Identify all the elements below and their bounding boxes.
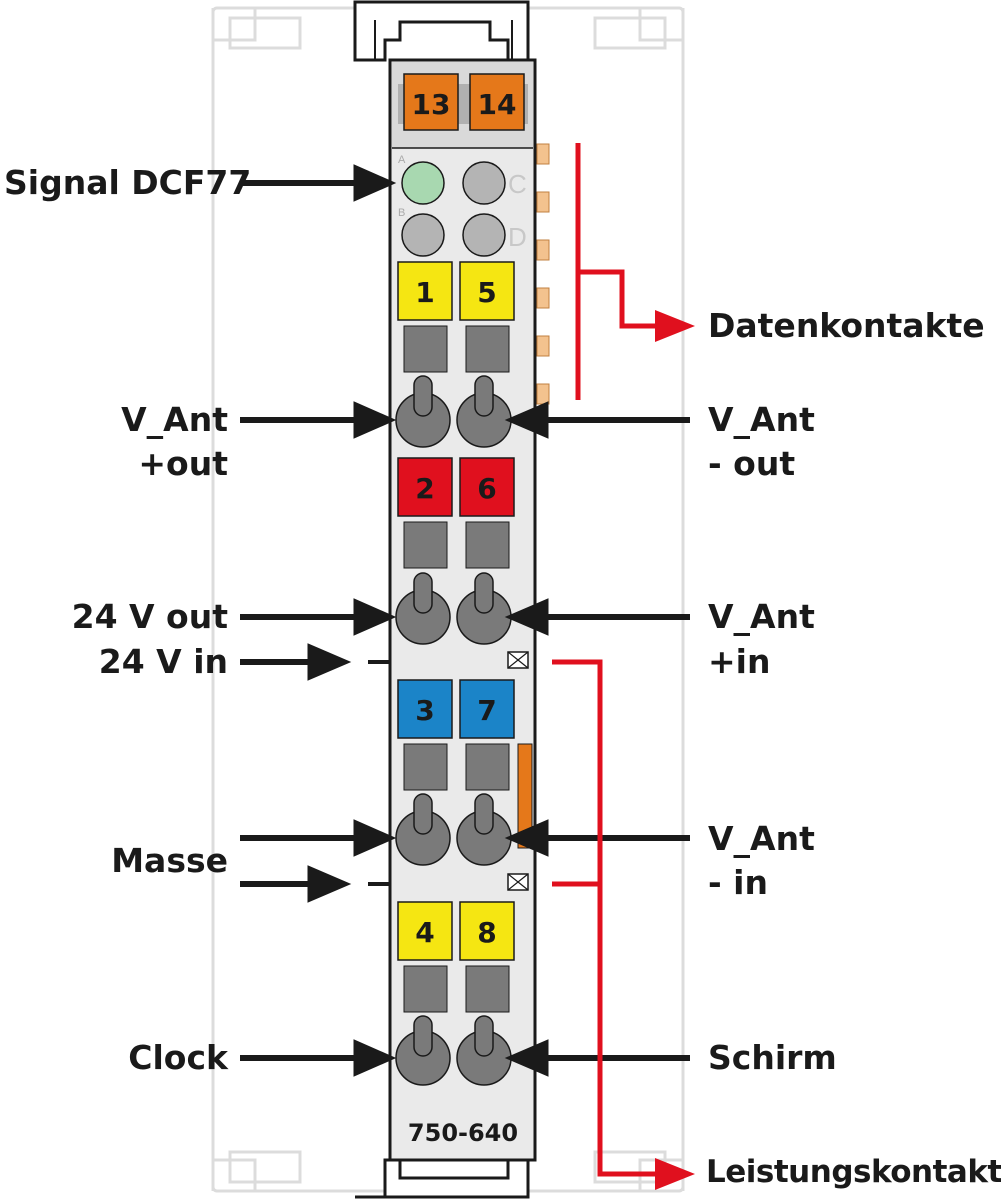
- label-leistungskontakte: Leistungskontakte: [706, 1154, 1001, 1190]
- terminal-3-label: 3: [415, 694, 434, 727]
- data-contacts: [536, 143, 550, 405]
- label-v-ant-out-plus-2: +out: [138, 444, 228, 483]
- terminal-13-label: 13: [412, 88, 451, 121]
- label-v-ant-in-plus-2: +in: [708, 642, 771, 681]
- orange-jumper: [517, 743, 533, 849]
- datenkontakte-arrowhead: [655, 310, 695, 342]
- model-number: 750-640: [408, 1119, 518, 1147]
- terminal-5-label: 5: [477, 276, 496, 309]
- module-bottom-clip: [355, 1158, 530, 1199]
- led-c: [462, 161, 506, 205]
- label-v-ant-out-minus-2: - out: [708, 444, 796, 483]
- black-arrows-right: [504, 401, 690, 1077]
- label-24v-out: 24 V out: [71, 597, 228, 636]
- terminal-row-2: 2 6: [395, 457, 515, 645]
- label-masse: Masse: [111, 841, 228, 880]
- terminal-13: [403, 73, 459, 131]
- led-d: [462, 213, 506, 257]
- terminal-1-label: 1: [415, 276, 434, 309]
- terminal-4: [397, 901, 453, 961]
- terminal-4-label: 4: [415, 916, 434, 949]
- label-clock: Clock: [128, 1038, 228, 1077]
- led-a: [401, 161, 445, 205]
- black-arrows-left: [240, 164, 397, 1077]
- label-schirm: Schirm: [708, 1038, 837, 1077]
- module-top-clip: [353, 0, 530, 62]
- led-letter-d: D: [508, 222, 527, 252]
- label-v-ant-in-minus-2: - in: [708, 863, 768, 902]
- terminal-6-label: 6: [477, 472, 496, 505]
- terminal-1: [397, 261, 453, 321]
- label-datenkontakte: Datenkontakte: [708, 306, 985, 345]
- terminal-14-label: 14: [478, 88, 517, 121]
- led-letter-b: B: [398, 207, 405, 219]
- terminal-8-label: 8: [477, 916, 496, 949]
- power-contact-1: [507, 651, 529, 669]
- terminal-8: [459, 901, 515, 961]
- terminal-5: [459, 261, 515, 321]
- terminal-7-label: 7: [477, 694, 496, 727]
- led-letter-a: A: [398, 154, 406, 166]
- leistungskontakte-bracket: [552, 659, 660, 1177]
- terminal-14: [469, 73, 525, 131]
- power-contact-2: [507, 873, 529, 891]
- terminal-2: [397, 457, 453, 517]
- terminal-7: [459, 679, 515, 739]
- terminal-row-3: 3 7: [395, 679, 533, 866]
- terminal-row-1: 1 5: [395, 261, 515, 448]
- label-24v-in: 24 V in: [98, 642, 228, 681]
- label-signal-dcf77: Signal DCF77: [4, 163, 252, 202]
- led-letter-c: C: [508, 169, 527, 199]
- label-v-ant-in-minus-1: V_Ant: [708, 819, 815, 858]
- led-b: [401, 213, 445, 257]
- leistungskontakte-arrowhead: [655, 1158, 695, 1190]
- label-v-ant-in-plus-1: V_Ant: [708, 597, 815, 636]
- terminal-3: [397, 679, 453, 739]
- datenkontakte-bracket: [575, 143, 660, 400]
- label-v-ant-out-plus-1: V_Ant: [121, 400, 228, 439]
- label-v-ant-out-minus-1: V_Ant: [708, 400, 815, 439]
- terminal-2-label: 2: [415, 472, 434, 505]
- terminal-6: [459, 457, 515, 517]
